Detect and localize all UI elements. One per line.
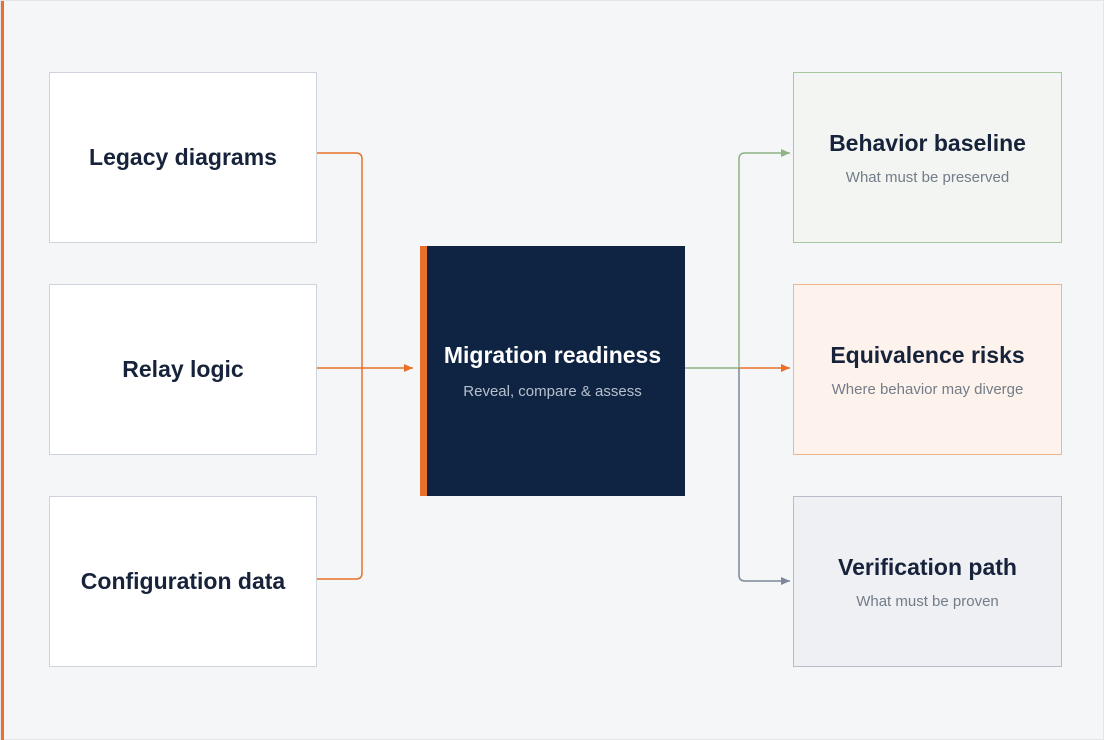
input-box-configuration-data: Configuration data [49,496,317,667]
output-title: Behavior baseline [829,129,1026,156]
input-label: Legacy diagrams [89,144,277,170]
output-title: Equivalence risks [830,341,1025,368]
connector-legacy-to-hub [317,152,363,580]
input-box-relay-logic: Relay logic [49,284,317,455]
left-accent-bar [1,1,4,740]
output-box-equivalence-risks: Equivalence risks Where behavior may div… [793,284,1062,455]
hub-box-migration-readiness: Migration readiness Reveal, compare & as… [420,246,685,496]
input-label: Configuration data [80,568,286,594]
connector-hub-to-baseline [685,149,790,369]
hub-accent-bar [420,246,427,496]
output-subtitle: What must be preserved [845,168,1010,186]
output-box-verification-path: Verification path What must be proven [793,496,1062,667]
input-box-legacy-diagrams: Legacy diagrams [49,72,317,243]
output-subtitle: What must be proven [856,592,999,610]
output-title: Verification path [838,553,1017,580]
output-box-behavior-baseline: Behavior baseline What must be preserved [793,72,1062,243]
input-label: Relay logic [122,356,244,382]
connector-hub-to-verification [738,368,790,585]
hub-subtitle: Reveal, compare & assess [463,383,642,400]
output-subtitle: Where behavior may diverge [831,380,1024,398]
hub-title: Migration readiness [443,342,662,368]
